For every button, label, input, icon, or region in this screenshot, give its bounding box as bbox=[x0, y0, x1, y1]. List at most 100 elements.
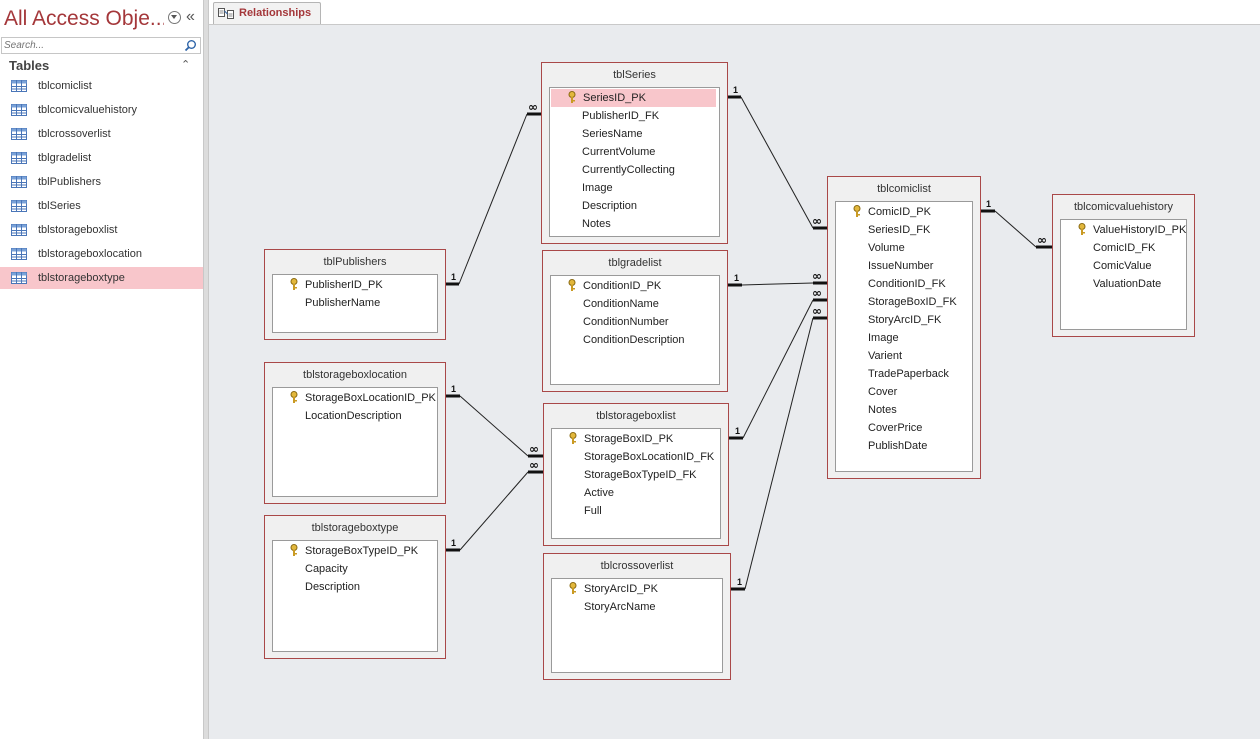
field-list[interactable]: StorageBoxTypeID_PK Capacity Description bbox=[272, 540, 438, 652]
field-row[interactable]: Cover bbox=[836, 383, 972, 401]
table-box-tblstorageboxtype[interactable]: tblstorageboxtype StorageBoxTypeID_PK Ca… bbox=[264, 515, 446, 659]
table-box-tblstorageboxlocation[interactable]: tblstorageboxlocation StorageBoxLocation… bbox=[264, 362, 446, 504]
field-row[interactable]: Description bbox=[550, 197, 719, 215]
field-row[interactable]: Volume bbox=[836, 239, 972, 257]
field-row[interactable]: Image bbox=[836, 329, 972, 347]
field-name: Full bbox=[584, 505, 602, 517]
field-row[interactable]: PublisherID_FK bbox=[550, 107, 719, 125]
field-row[interactable]: PublisherID_PK bbox=[273, 276, 437, 294]
field-row[interactable]: CoverPrice bbox=[836, 419, 972, 437]
nav-item-label: tblstorageboxlist bbox=[38, 224, 118, 236]
field-row[interactable]: StoryArcID_PK bbox=[552, 580, 722, 598]
table-box-tblseries[interactable]: tblSeries SeriesID_PK PublisherID_FK Ser… bbox=[541, 62, 728, 244]
field-row[interactable]: ConditionNumber bbox=[551, 313, 719, 331]
table-box-tblgradelist[interactable]: tblgradelist ConditionID_PK ConditionNam… bbox=[542, 250, 728, 392]
primary-key-icon bbox=[853, 205, 861, 217]
nav-item-tblcrossoverlist[interactable]: tblcrossoverlist bbox=[0, 123, 203, 145]
field-row[interactable]: ConditionDescription bbox=[551, 331, 719, 349]
navigation-pane: All Access Obje... « Tables ⌃ tblcomicli… bbox=[0, 0, 203, 739]
field-row[interactable]: ComicID_FK bbox=[1061, 239, 1186, 257]
nav-item-tblcomiclist[interactable]: tblcomiclist bbox=[0, 75, 203, 97]
table-title[interactable]: tblSeries bbox=[613, 69, 656, 81]
field-row[interactable]: ConditionID_PK bbox=[551, 277, 719, 295]
field-name: PublisherName bbox=[305, 297, 381, 309]
field-row[interactable]: ConditionID_FK bbox=[836, 275, 972, 293]
field-row[interactable]: Varient bbox=[836, 347, 972, 365]
field-row[interactable]: LocationDescription bbox=[273, 407, 437, 425]
field-row[interactable]: Notes bbox=[550, 215, 719, 233]
nav-item-tblpublishers[interactable]: tblPublishers bbox=[0, 171, 203, 193]
field-row[interactable]: StorageBoxLocationID_FK bbox=[552, 448, 720, 466]
field-list[interactable]: SeriesID_PK PublisherID_FK SeriesName Cu… bbox=[549, 87, 720, 237]
field-list[interactable]: StoryArcID_PK StoryArcName bbox=[551, 578, 723, 673]
field-row[interactable]: Notes bbox=[836, 401, 972, 419]
search-icon[interactable] bbox=[184, 39, 197, 52]
nav-menu-dropdown-icon[interactable] bbox=[168, 11, 181, 24]
primary-key-icon bbox=[290, 278, 298, 290]
field-name: StoryArcID_FK bbox=[868, 314, 942, 326]
table-title[interactable]: tblstorageboxlocation bbox=[303, 369, 407, 381]
field-row[interactable]: ComicValue bbox=[1061, 257, 1186, 275]
field-row[interactable]: ValueHistoryID_PK bbox=[1061, 221, 1186, 239]
table-title[interactable]: tblcomicvaluehistory bbox=[1073, 201, 1174, 213]
field-row[interactable]: CurrentlyCollecting bbox=[550, 161, 719, 179]
nav-item-tblstorageboxtype[interactable]: tblstorageboxtype bbox=[0, 267, 203, 289]
field-row[interactable]: CurrentVolume bbox=[550, 143, 719, 161]
nav-item-tblcomicvaluehistory[interactable]: tblcomicvaluehistory bbox=[0, 99, 203, 121]
table-title[interactable]: tblstorageboxtype bbox=[311, 522, 399, 534]
table-box-tblcomiclist[interactable]: tblcomiclist ComicID_PK SeriesID_FK Volu… bbox=[827, 176, 981, 479]
field-row[interactable]: PublishDate bbox=[836, 437, 972, 455]
field-list[interactable]: ConditionID_PK ConditionName ConditionNu… bbox=[550, 275, 720, 385]
field-list[interactable]: StorageBoxLocationID_PK LocationDescript… bbox=[272, 387, 438, 497]
table-box-tblcrossoverlist[interactable]: tblcrossoverlist StoryArcID_PK StoryArcN… bbox=[543, 553, 731, 680]
tab-relationships[interactable]: Relationships bbox=[213, 2, 321, 24]
field-row[interactable]: IssueNumber bbox=[836, 257, 972, 275]
field-row[interactable]: ValuationDate bbox=[1061, 275, 1186, 293]
field-row[interactable]: ConditionName bbox=[551, 295, 719, 313]
table-title[interactable]: tblstorageboxlist bbox=[596, 410, 676, 422]
table-title[interactable]: tblcomiclist bbox=[877, 183, 931, 195]
field-row[interactable]: StorageBoxLocationID_PK bbox=[273, 389, 437, 407]
field-row[interactable]: Full bbox=[552, 502, 720, 520]
field-row[interactable]: Active bbox=[552, 484, 720, 502]
table-title[interactable]: tblgradelist bbox=[608, 257, 662, 269]
nav-item-tblgradelist[interactable]: tblgradelist bbox=[0, 147, 203, 169]
field-list[interactable]: StorageBoxID_PK StorageBoxLocationID_FK … bbox=[551, 428, 721, 539]
table-box-tblpublishers[interactable]: tblPublishers PublisherID_PK PublisherNa… bbox=[264, 249, 446, 340]
table-title[interactable]: tblcrossoverlist bbox=[600, 560, 674, 572]
pane-splitter[interactable] bbox=[203, 0, 209, 739]
nav-item-tblseries[interactable]: tblSeries bbox=[0, 195, 203, 217]
field-row[interactable]: StorageBoxTypeID_FK bbox=[552, 466, 720, 484]
field-name: Cover bbox=[868, 386, 898, 398]
field-row[interactable]: ComicID_PK bbox=[836, 203, 972, 221]
field-list[interactable]: ValueHistoryID_PK ComicID_FK ComicValue … bbox=[1060, 219, 1187, 330]
table-box-tblcomicvaluehistory[interactable]: tblcomicvaluehistory ValueHistoryID_PK C… bbox=[1052, 194, 1195, 337]
table-title[interactable]: tblPublishers bbox=[323, 256, 387, 268]
field-row[interactable]: Description bbox=[273, 578, 437, 596]
field-list[interactable]: PublisherID_PK PublisherName bbox=[272, 274, 438, 333]
nav-item-tblstorageboxlist[interactable]: tblstorageboxlist bbox=[0, 219, 203, 241]
nav-item-tblstorageboxlocation[interactable]: tblstorageboxlocation bbox=[0, 243, 203, 265]
navigation-pane-title[interactable]: All Access Obje... bbox=[4, 7, 164, 30]
field-row[interactable]: TradePaperback bbox=[836, 365, 972, 383]
field-name: StorageBoxLocationID_PK bbox=[305, 392, 436, 404]
field-row[interactable]: StorageBoxID_PK bbox=[552, 430, 720, 448]
collapse-pane-icon[interactable]: « bbox=[186, 8, 195, 25]
field-row[interactable]: PublisherName bbox=[273, 294, 437, 312]
field-row[interactable]: StoryArcName bbox=[552, 598, 722, 616]
field-row[interactable]: SeriesID_FK bbox=[836, 221, 972, 239]
search-input[interactable] bbox=[4, 39, 179, 52]
field-row[interactable]: StoryArcID_FK bbox=[836, 311, 972, 329]
field-row[interactable]: Image bbox=[550, 179, 719, 197]
field-list[interactable]: ComicID_PK SeriesID_FK Volume IssueNumbe… bbox=[835, 201, 973, 472]
field-row[interactable]: StorageBoxTypeID_PK bbox=[273, 542, 437, 560]
tables-group-header[interactable]: Tables ⌃ bbox=[0, 57, 203, 75]
field-row[interactable]: SeriesName bbox=[550, 125, 719, 143]
primary-key-icon bbox=[1078, 223, 1086, 235]
primary-key-icon bbox=[290, 544, 298, 556]
field-row[interactable]: Capacity bbox=[273, 560, 437, 578]
collapse-group-icon[interactable]: ⌃ bbox=[181, 59, 191, 71]
field-row[interactable]: SeriesID_PK bbox=[551, 89, 716, 107]
table-box-tblstorageboxlist[interactable]: tblstorageboxlist StorageBoxID_PK Storag… bbox=[543, 403, 729, 546]
field-row[interactable]: StorageBoxID_FK bbox=[836, 293, 972, 311]
